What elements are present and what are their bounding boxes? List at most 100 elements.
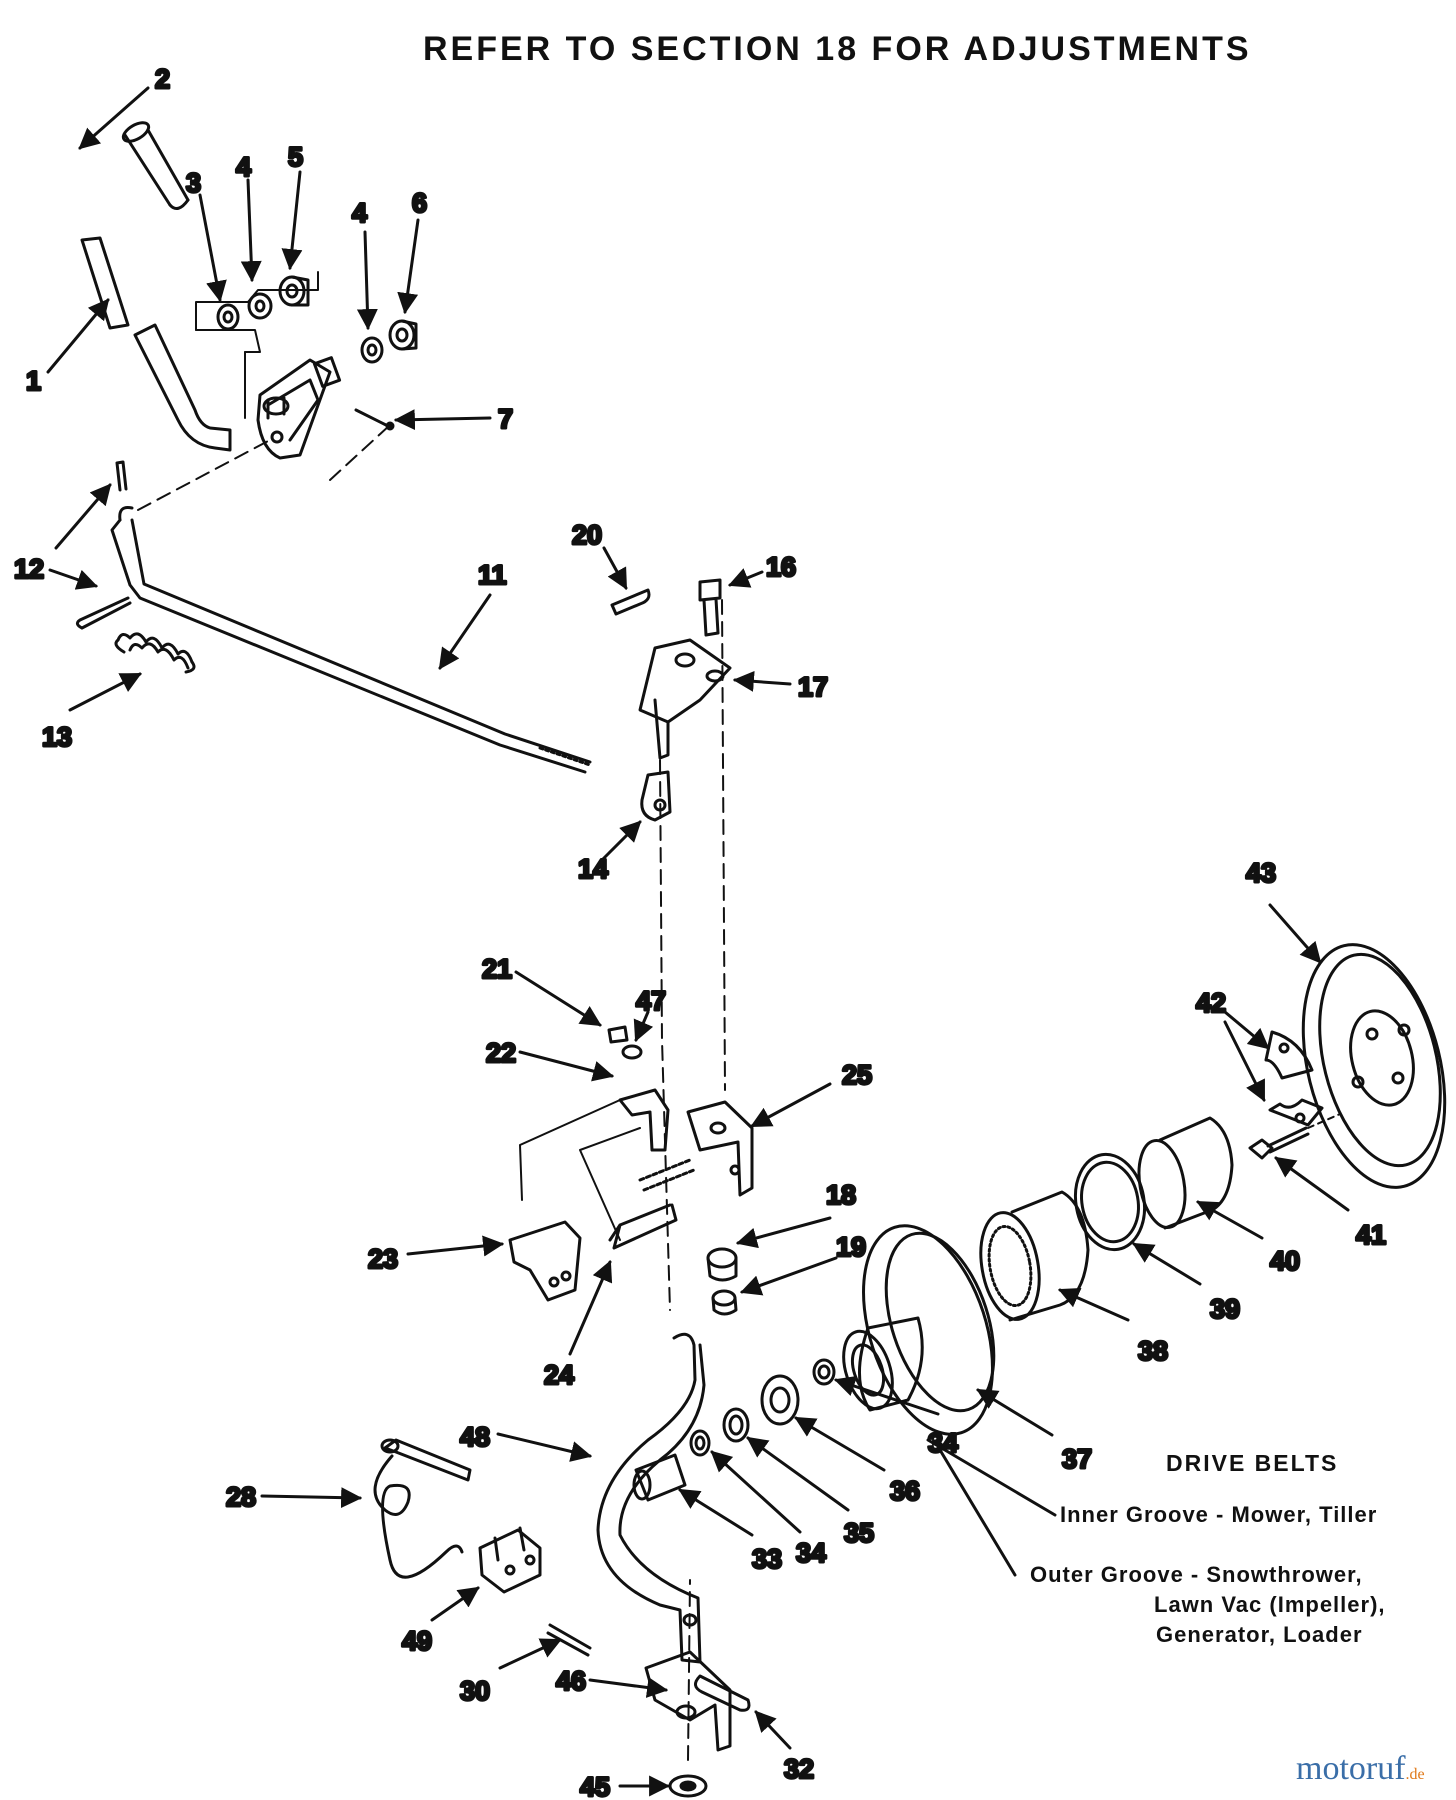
callout-21: 21 — [482, 954, 512, 984]
outer-groove-note-2: Lawn Vac (Impeller), — [1154, 1592, 1386, 1617]
leader-21 — [514, 970, 602, 1027]
leader-38 — [1058, 1288, 1130, 1322]
callout-45: 45 — [580, 1772, 610, 1800]
leader-12b — [48, 568, 98, 590]
callout-14: 14 — [578, 854, 608, 884]
leader-2 — [78, 86, 150, 150]
leader-4a — [240, 178, 262, 283]
part-spring-28 — [373, 1438, 472, 1579]
callout-30: 30 — [460, 1676, 490, 1706]
leader-4b — [356, 230, 378, 331]
callout-2: 2 — [155, 64, 170, 94]
callout-13: 13 — [42, 722, 72, 752]
leader-22 — [518, 1050, 615, 1082]
part-bolt-16 — [698, 578, 722, 637]
callout-43: 43 — [1246, 858, 1276, 888]
leader-33 — [678, 1488, 754, 1537]
leader-inner-groove — [926, 1438, 1057, 1517]
part-pulley-43 — [1301, 943, 1447, 1189]
callout-32: 32 — [784, 1754, 814, 1784]
leader-34b — [710, 1450, 802, 1534]
part-retainer-42 — [1264, 1030, 1324, 1127]
leader-17 — [732, 670, 792, 692]
callout-7: 7 — [498, 404, 513, 434]
part-block-49 — [478, 1526, 542, 1594]
leader-11 — [438, 593, 492, 670]
part-pin-30 — [546, 1623, 592, 1657]
part-clip-20 — [610, 588, 651, 616]
part-bracket-46 — [644, 1650, 732, 1752]
leader-1 — [46, 298, 110, 374]
part-lever — [80, 236, 232, 452]
callout-23: 23 — [368, 1244, 398, 1274]
leader-39 — [1132, 1242, 1202, 1286]
part-nut-18 — [706, 1247, 738, 1282]
part-washers-upper — [216, 275, 310, 331]
callout-6: 6 — [412, 188, 427, 218]
leader-16 — [728, 568, 764, 588]
leader-30 — [498, 1638, 562, 1670]
leader-42a — [1223, 1010, 1270, 1050]
callout-49: 49 — [402, 1626, 432, 1656]
watermark-suffix: .de — [1405, 1766, 1425, 1783]
leader-32 — [754, 1710, 792, 1750]
callout-38: 38 — [1138, 1336, 1168, 1366]
callout-40: 40 — [1270, 1246, 1300, 1276]
leader-14 — [598, 820, 642, 864]
part-idler-arm — [596, 1332, 706, 1664]
part-washer-47 — [621, 1044, 643, 1060]
leader-40 — [1196, 1200, 1264, 1240]
callout-48: 48 — [460, 1422, 490, 1452]
callout-25: 25 — [842, 1060, 872, 1090]
leader-19 — [740, 1256, 838, 1296]
drive-belts-title: DRIVE BELTS — [1166, 1450, 1339, 1476]
callout-28: 28 — [226, 1482, 256, 1512]
part-washers-right — [360, 319, 418, 364]
part-clevis — [640, 770, 672, 822]
page-title: REFER TO SECTION 18 FOR ADJUSTMENTS — [423, 30, 1252, 68]
part-spring — [114, 632, 196, 674]
part-bearing-38 — [979, 1190, 1090, 1322]
callout-35: 35 — [844, 1518, 874, 1548]
callout-1: 1 — [26, 366, 41, 396]
leader-48 — [496, 1432, 593, 1462]
leader-5 — [281, 170, 303, 271]
watermark-main: motoruf — [1296, 1750, 1406, 1787]
part-bracket-25 — [686, 1100, 754, 1197]
callout-34a: 34 — [928, 1428, 958, 1458]
callout-47: 47 — [636, 986, 666, 1016]
leader-20 — [602, 546, 628, 590]
part-bracket-22 — [618, 1088, 670, 1152]
callout-34b: 34 — [796, 1538, 826, 1568]
callout-4b: 4 — [352, 198, 367, 228]
leader-34a — [834, 1376, 940, 1416]
callout-36: 36 — [890, 1476, 920, 1506]
part-nut-21 — [607, 1025, 629, 1044]
callout-5: 5 — [288, 142, 303, 172]
callout-39: 39 — [1210, 1294, 1240, 1324]
leader-18 — [735, 1216, 832, 1249]
watermark: motoruf.de — [1296, 1750, 1425, 1788]
inner-groove-note: Inner Groove - Mower, Tiller — [1060, 1502, 1378, 1527]
leader-46 — [588, 1677, 669, 1698]
leader-36 — [794, 1416, 886, 1472]
leader-12a — [54, 483, 112, 550]
part-control-rod — [110, 506, 592, 774]
callout-46: 46 — [556, 1666, 586, 1696]
callout-22: 22 — [486, 1038, 516, 1068]
callout-37: 37 — [1062, 1444, 1092, 1474]
callout-19: 19 — [836, 1232, 866, 1262]
part-washers-lower — [689, 1358, 836, 1457]
leader-arrows — [46, 86, 1350, 1797]
part-clip-32 — [694, 1674, 751, 1712]
assembly-axis — [137, 424, 726, 1761]
outer-groove-note-3: Generator, Loader — [1156, 1622, 1363, 1647]
part-bolt-24 — [608, 1158, 696, 1250]
callout-24: 24 — [544, 1360, 574, 1390]
leader-3 — [198, 193, 227, 303]
part-pulley-37 — [842, 1224, 996, 1436]
leader-41 — [1274, 1156, 1350, 1212]
part-pivot-bracket — [256, 356, 342, 460]
